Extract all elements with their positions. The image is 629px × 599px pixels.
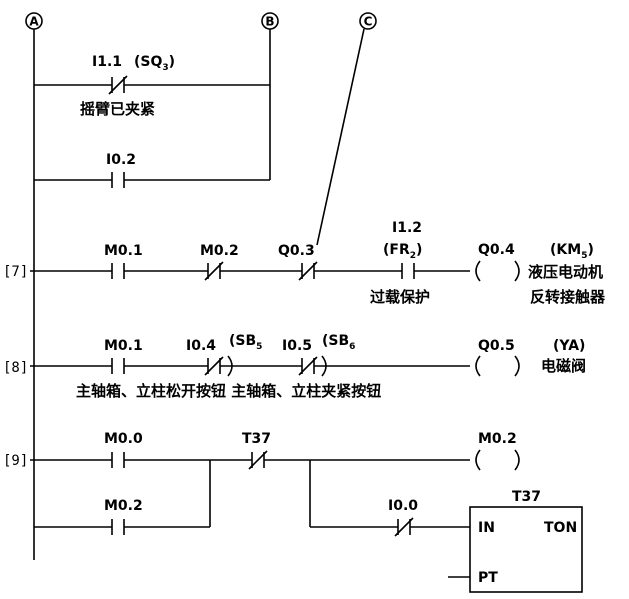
label-i02: I0.2 <box>106 152 136 168</box>
rung-9: [9] <box>3 449 583 593</box>
label-q04: Q0.4 <box>478 242 515 258</box>
contact-i00-nc-slash <box>394 517 414 537</box>
label-i12: I1.2 <box>392 220 422 236</box>
tag-i12: (FR2) <box>383 242 422 261</box>
label-i11: I1.1 <box>92 54 122 70</box>
marker-b: B <box>261 12 279 30</box>
label-i00: I0.0 <box>388 498 418 514</box>
marker-b-label: B <box>265 15 274 29</box>
rung-9-label: [9] <box>3 453 28 469</box>
rung-7: [7] <box>3 28 520 282</box>
timer-block <box>469 506 583 593</box>
label-m02-r7: M0.2 <box>200 243 239 259</box>
label-m01-r7: M0.1 <box>104 243 143 259</box>
timer-type-label: TON <box>544 520 577 536</box>
tag-q04: (KM5) <box>550 242 594 261</box>
contact-t37-nc-slash <box>248 450 268 470</box>
timer-name: T37 <box>512 489 541 505</box>
coil-q05-right <box>514 355 520 377</box>
branch-ab <box>34 29 271 188</box>
marker-c-circle <box>359 12 377 30</box>
marker-c: C <box>359 12 377 30</box>
label-m01-r8: M0.1 <box>104 338 143 354</box>
coil-q05-left <box>475 355 481 377</box>
contact-i04-nc-slash <box>204 356 224 376</box>
marker-a-label: A <box>29 15 39 29</box>
label-m02-r9: M0.2 <box>104 498 143 514</box>
desc-q04-line2: 反转接触器 <box>530 288 606 306</box>
tag-q05: (YA) <box>553 338 585 354</box>
desc-i11: 摇臂已夹紧 <box>80 100 155 118</box>
coil-q04-right <box>514 260 520 282</box>
marker-a: A <box>25 12 43 30</box>
label-q03: Q0.3 <box>278 243 315 259</box>
label-t37: T37 <box>242 431 271 447</box>
label-i05: I0.5 <box>282 338 312 354</box>
tag-i05: (SB6 <box>322 333 355 352</box>
contact-i05-nc-slash <box>298 356 318 376</box>
label-coil-m02: M0.2 <box>478 431 517 447</box>
timer-in-label: IN <box>478 520 495 536</box>
tag-i11: (SQ3) <box>134 54 175 73</box>
coil-m02-left <box>475 449 481 471</box>
rung-8: [8] <box>3 355 520 377</box>
desc-i12: 过载保护 <box>370 288 430 306</box>
coil-m02-right <box>514 449 520 471</box>
contact-q03-nc-slash <box>298 261 318 281</box>
rung-7-label: [7] <box>3 264 28 280</box>
desc-q04-line1: 液压电动机 <box>528 263 603 281</box>
label-q05: Q0.5 <box>478 338 515 354</box>
rung-8-label: [8] <box>3 360 28 376</box>
label-m00: M0.0 <box>104 431 143 447</box>
contact-i11-nc-slash <box>108 75 128 95</box>
marker-c-label: C <box>364 15 373 29</box>
marker-c-leader <box>316 28 365 246</box>
timer-pt-label: PT <box>478 570 498 586</box>
desc-q05: 电磁阀 <box>541 357 586 375</box>
coil-q04-left <box>475 260 481 282</box>
label-i04: I0.4 <box>186 338 216 354</box>
tag-i04: (SB5 <box>229 333 262 352</box>
desc-row8: 主轴箱、立柱松开按钮 主轴箱、立柱夹紧按钮 <box>76 382 381 400</box>
contact-m02-nc-slash <box>204 261 224 281</box>
